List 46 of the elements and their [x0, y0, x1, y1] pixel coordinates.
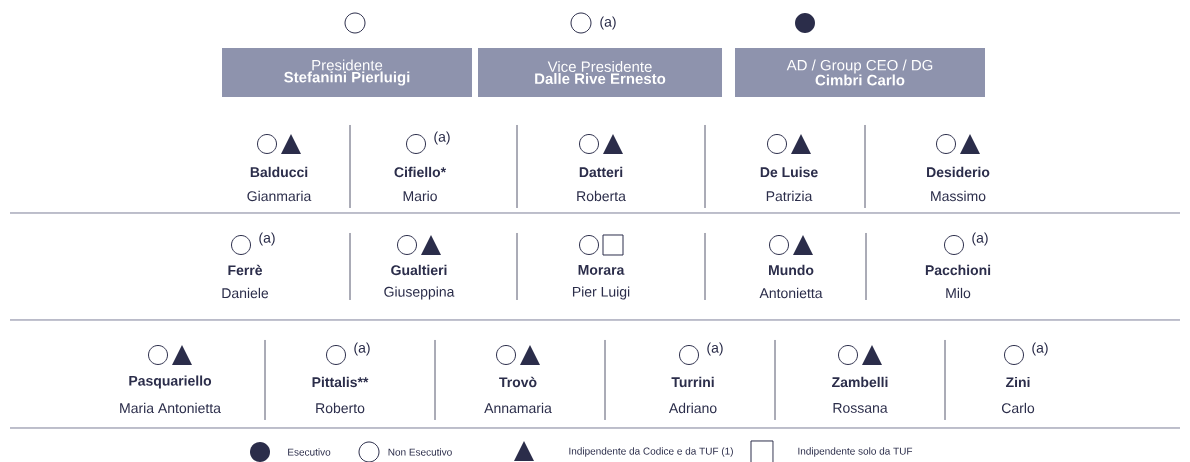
note-mark: (a) — [259, 232, 275, 246]
first-name: Daniele — [222, 287, 269, 299]
note-mark: (a) — [600, 16, 616, 30]
surname: Trovò — [499, 376, 537, 388]
role-box: Vice Presidente Dalle Rive Ernesto — [478, 48, 722, 97]
surname: Morara — [578, 265, 625, 275]
surname: Turrini — [671, 376, 714, 388]
first-name: Adriano — [668, 402, 717, 414]
first-name: Massimo — [931, 190, 986, 202]
first-name: Patrizia — [766, 190, 813, 202]
role-box: Presidente Stefanini Pierluigi — [222, 48, 472, 97]
first-name: Antonietta — [759, 287, 823, 299]
surname: Gualtieri — [391, 264, 447, 276]
first-name: Giuseppina — [384, 286, 455, 300]
surname: Cifiello* — [394, 166, 447, 178]
first-name: Roberta — [577, 190, 626, 202]
first-name: Maria Antonietta — [120, 402, 221, 414]
note-mark: (a) — [1032, 342, 1048, 356]
first-name: Pier Luigi — [572, 286, 630, 300]
surname: Mundo — [769, 264, 814, 276]
legend-label: Indipendente solo da TUF — [798, 447, 913, 457]
surname: Ferrè — [228, 264, 263, 276]
surname: Pacchioni — [925, 264, 991, 276]
note-mark: (a) — [434, 131, 450, 145]
surname: Zambelli — [832, 376, 888, 388]
legend-label: Esecutivo — [288, 448, 331, 456]
surname: Pittalis** — [312, 376, 369, 388]
surname: Datteri — [579, 166, 623, 178]
note-mark: (a) — [707, 342, 723, 356]
surname: Zini — [1006, 376, 1030, 388]
role-box: AD / Group CEO / DG Cimbri Carlo — [735, 48, 985, 97]
first-name: Annamaria — [484, 402, 552, 414]
legend-label: Indipendente da Codice e da TUF (1) — [569, 447, 733, 457]
legend-label: Non Esecutivo — [388, 448, 452, 456]
first-name: Rossana — [833, 403, 888, 413]
surname: Desiderio — [927, 166, 990, 178]
first-name: Mario — [403, 190, 437, 202]
surname: Pasquariello — [129, 375, 212, 389]
first-name: Carlo — [1002, 402, 1035, 414]
surname: De Luise — [760, 166, 818, 178]
first-name: Milo — [946, 287, 971, 299]
note-mark: (a) — [972, 232, 988, 246]
first-name: Roberto — [316, 402, 365, 414]
first-name: Gianmaria — [247, 190, 312, 202]
surname: Balducci — [250, 166, 308, 178]
note-mark: (a) — [354, 342, 370, 356]
